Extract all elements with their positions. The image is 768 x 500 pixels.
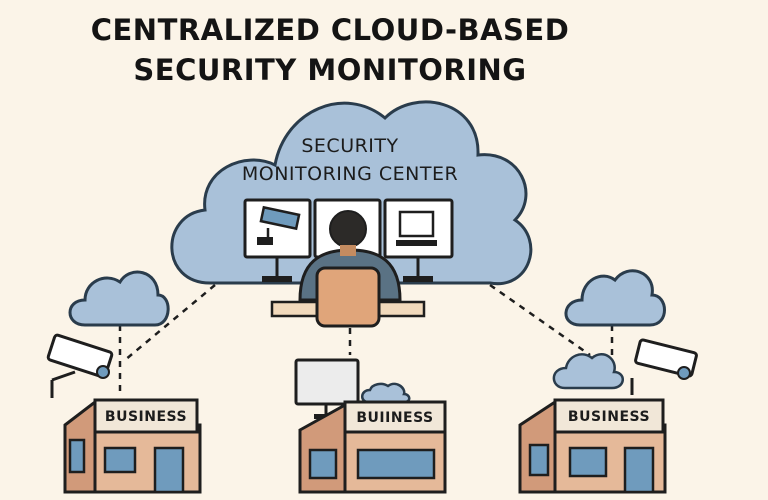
screen-icon [396,210,437,246]
business-sign-left: BUSINESS [105,409,187,425]
business-building-center [298,400,447,494]
diagram-title-line-2: SECURITY MONITORING [133,53,527,87]
security-camera-left [46,333,114,398]
connection-line-left [124,284,216,361]
cloud-label-line-2: MONITORING CENTER [242,163,458,185]
cloud-right [564,269,666,327]
cloud-small-center [361,382,411,404]
monitor-left [243,198,312,282]
cloud-left [68,270,170,327]
monitor-right [383,198,454,282]
computer-monitor-center [294,358,360,419]
chair [315,266,381,328]
business-sign-center: BUIINESS [356,410,433,426]
business-sign-right: BUSINESS [568,409,650,425]
camera-icon [257,205,301,245]
cloud-small-right [552,353,624,390]
diagram-title-line-1: CENTRALIZED CLOUD-BASED [90,13,570,47]
connection-line-right [489,283,591,357]
business-building-left [63,398,202,494]
cloud-label-line-1: SECURITY [301,135,398,157]
business-building-right [518,398,667,494]
security-camera-right [630,338,698,395]
